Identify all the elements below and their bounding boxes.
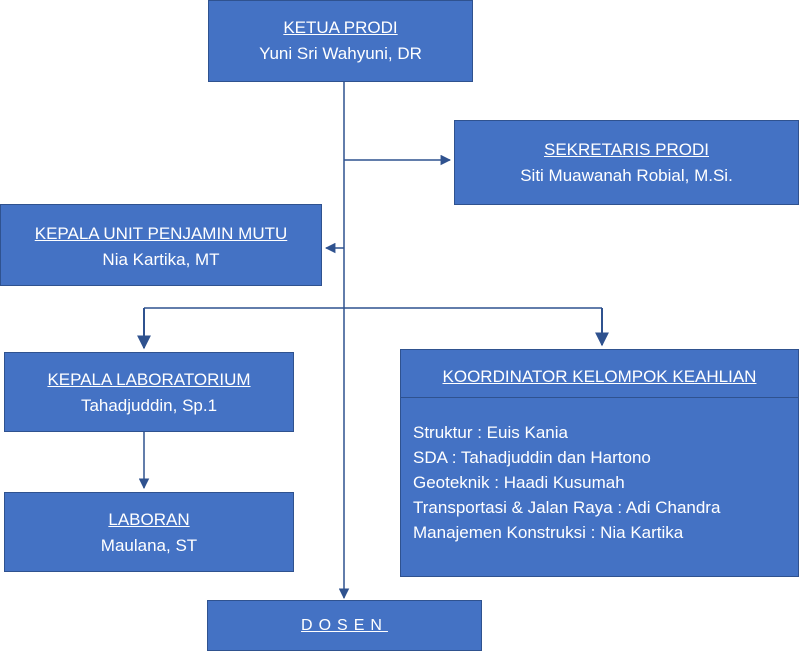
koordinator-title: KOORDINATOR KELOMPOK KEAHLIAN (442, 367, 757, 386)
koordinator-item: Struktur : Euis Kania (413, 423, 568, 442)
laboran-title: LABORAN (108, 510, 190, 529)
laboran-name: Maulana, ST (100, 536, 198, 555)
kepala-upm-title: KEPALA UNIT PENJAMIN MUTU (34, 224, 288, 243)
kepala-unit-penjamin-mutu-box: KEPALA UNIT PENJAMIN MUTU Nia Kartika, M… (0, 204, 322, 286)
sekretaris-prodi-name: Siti Muawanah Robial, M.Si. (520, 166, 733, 185)
ketua-prodi-title: KETUA PRODI (283, 18, 398, 37)
kepala-laboratorium-box: KEPALA LABORATORIUM Tahadjuddin, Sp.1 (4, 352, 294, 432)
koordinator-item: SDA : Tahadjuddin dan Hartono (413, 448, 651, 467)
kepala-lab-name: Tahadjuddin, Sp.1 (80, 396, 218, 415)
dosen-title: DOSEN (301, 617, 388, 634)
koordinator-kelompok-keahlian-box: KOORDINATOR KELOMPOK KEAHLIAN Struktur :… (400, 349, 799, 577)
koordinator-item: Geoteknik : Haadi Kusumah (413, 473, 625, 492)
koordinator-item: Transportasi & Jalan Raya : Adi Chandra (413, 498, 721, 517)
koordinator-item: Manajemen Konstruksi : Nia Kartika (413, 523, 684, 542)
dosen-box: DOSEN (207, 600, 482, 651)
laboran-box: LABORAN Maulana, ST (4, 492, 294, 572)
ketua-prodi-box: KETUA PRODI Yuni Sri Wahyuni, DR (208, 0, 473, 82)
kepala-upm-name: Nia Kartika, MT (102, 250, 220, 269)
sekretaris-prodi-box: SEKRETARIS PRODI Siti Muawanah Robial, M… (454, 120, 799, 205)
kepala-lab-title: KEPALA LABORATORIUM (47, 370, 251, 389)
ketua-prodi-name: Yuni Sri Wahyuni, DR (259, 44, 422, 63)
koordinator-list: Struktur : Euis Kania SDA : Tahadjuddin … (401, 398, 798, 545)
koordinator-header: KOORDINATOR KELOMPOK KEAHLIAN (401, 350, 798, 398)
sekretaris-prodi-title: SEKRETARIS PRODI (544, 140, 709, 159)
